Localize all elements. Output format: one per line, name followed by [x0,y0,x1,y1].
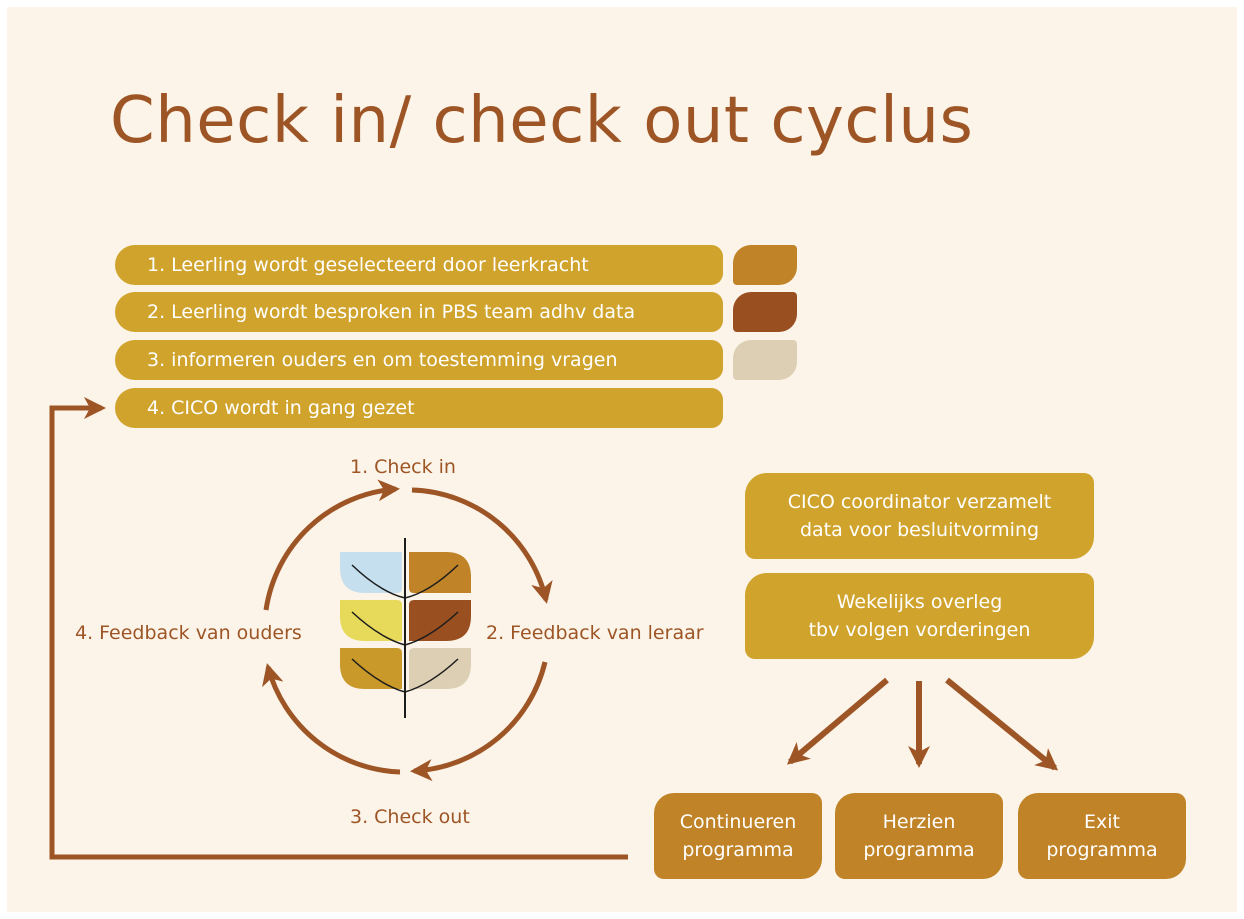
step-3-label: 3. informeren ouders en om toestemming v… [147,349,618,371]
coordinator-line-1: CICO coordinator verzamelt [787,491,1052,513]
step-2-bar: 2. Leerling wordt besproken in PBS team … [115,292,723,332]
plant-logo [340,538,471,718]
outcome-continue-box: Continueren programma [654,793,822,879]
step-1-swatch [733,245,797,285]
weekly-meeting-box: Wekelijks overleg tbv volgen vorderingen [745,573,1094,659]
cycle-label-check-in: 1. Check in [350,456,456,478]
cycle-label-feedback-parents: 4. Feedback van ouders [75,622,302,644]
step-3-bar: 3. informeren ouders en om toestemming v… [115,340,723,380]
weekly-line-2: tbv volgen vorderingen [808,619,1031,641]
outcome-exit-line-1: Exit [1084,811,1120,833]
step-1-bar: 1. Leerling wordt geselecteerd door leer… [115,245,723,285]
page-title: Check in/ check out cyclus [110,84,974,158]
step-2-swatch [733,292,797,332]
cycle-arc-checkout [410,661,548,782]
cycle-arc-checkin [263,479,400,611]
coordinator-box: CICO coordinator verzamelt data voor bes… [745,473,1094,559]
diagram-canvas [7,7,1237,912]
cycle-arc-parents [262,663,401,775]
outcome-exit-line-2: programma [1046,839,1158,861]
arrow-to-exit [945,677,1059,771]
cycle-label-feedback-teacher: 2. Feedback van leraar [486,622,704,644]
cycle-arc-teacher [411,487,553,604]
outcome-revise-line-1: Herzien [882,811,956,833]
step-4-bar: 4. CICO wordt in gang gezet [115,388,723,428]
step-2-label: 2. Leerling wordt besproken in PBS team … [147,301,636,323]
step-1-label: 1. Leerling wordt geselecteerd door leer… [147,254,589,276]
outcome-continue-line-2: programma [682,839,794,861]
outcome-revise-line-2: programma [863,839,975,861]
weekly-line-1: Wekelijks overleg [836,591,1003,613]
coordinator-line-2: data voor besluitvorming [799,519,1040,541]
return-loop-line [49,397,628,860]
outcome-continue-line-1: Continueren [679,811,797,833]
outcome-revise-box: Herzien programma [835,793,1003,879]
cycle-label-check-out: 3. Check out [350,806,470,828]
outcome-exit-box: Exit programma [1018,793,1186,879]
arrow-to-continue [786,677,889,765]
step-3-swatch [733,340,797,380]
step-4-label: 4. CICO wordt in gang gezet [147,397,415,419]
